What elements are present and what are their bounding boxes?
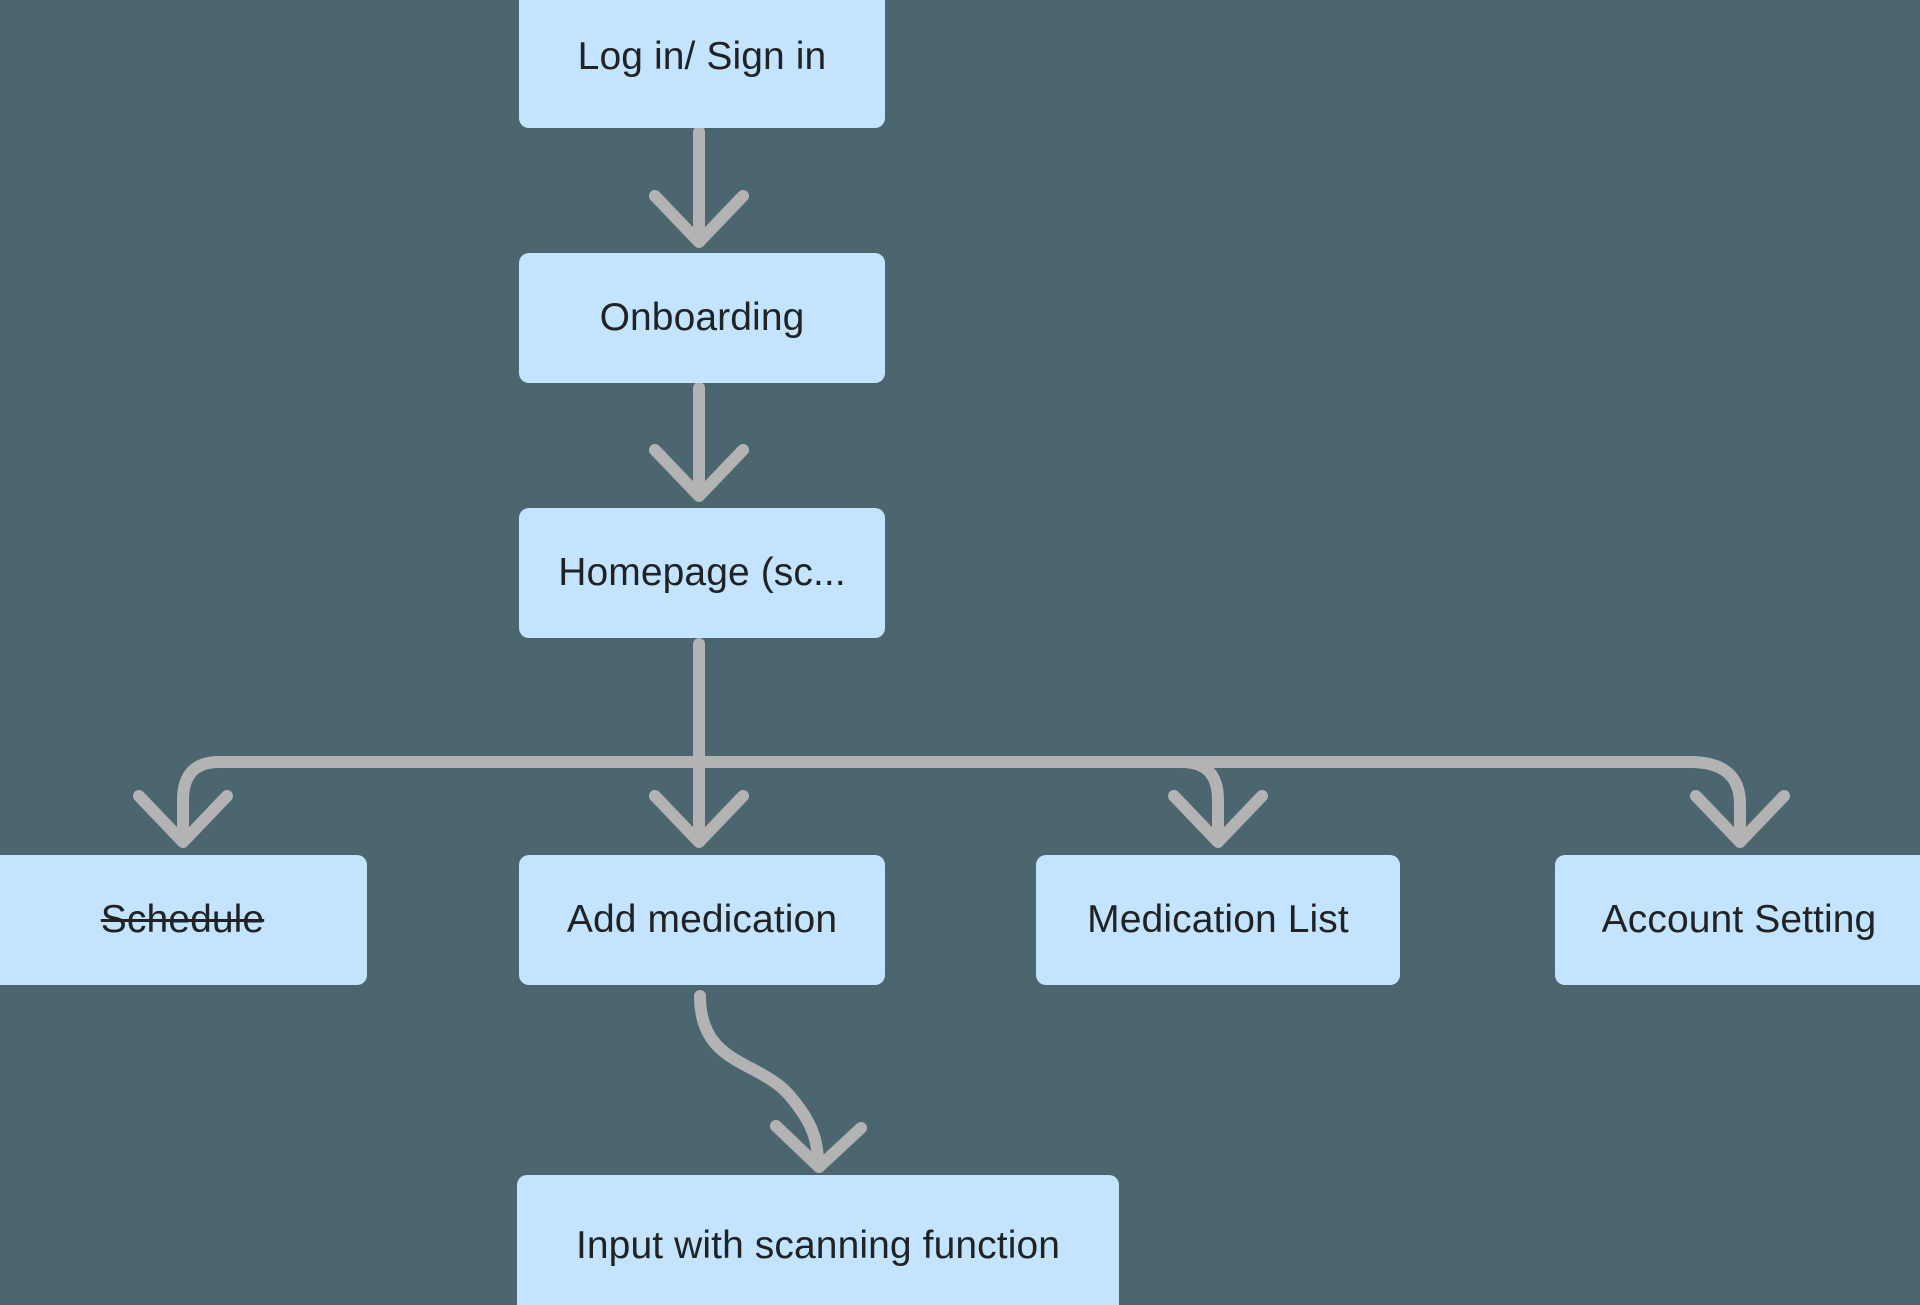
node-label: Onboarding: [599, 295, 805, 339]
node-label: Homepage (sc...: [558, 550, 846, 594]
node-homepage[interactable]: Homepage (sc...: [519, 508, 885, 638]
edge-homepage-to-addmed: [649, 638, 749, 848]
node-medication-list[interactable]: Medication List: [1036, 855, 1400, 985]
edge-bus-to-account: [1684, 756, 1790, 848]
node-label: Medication List: [1087, 897, 1349, 941]
edge-bus-to-schedule: [133, 756, 233, 848]
node-label: Schedule: [100, 897, 265, 941]
node-log-in-sign-in[interactable]: Log in/ Sign in: [519, 0, 885, 128]
edge-login-to-onboarding: [649, 126, 749, 248]
node-label: Account Setting: [1601, 897, 1877, 941]
node-label: Input with scanning function: [575, 1223, 1061, 1267]
edge-addmed-to-scan: [694, 990, 867, 1173]
node-add-medication[interactable]: Add medication: [519, 855, 885, 985]
node-onboarding[interactable]: Onboarding: [519, 253, 885, 383]
edge-bus-to-medlist: [1168, 756, 1268, 848]
node-schedule[interactable]: Schedule: [0, 855, 367, 985]
node-label: Add medication: [566, 897, 838, 941]
node-label: Log in/ Sign in: [577, 34, 827, 78]
node-input-with-scanning-function[interactable]: Input with scanning function: [517, 1175, 1119, 1305]
node-account-setting[interactable]: Account Setting: [1555, 855, 1920, 985]
edge-onboarding-to-homepage: [649, 382, 749, 502]
